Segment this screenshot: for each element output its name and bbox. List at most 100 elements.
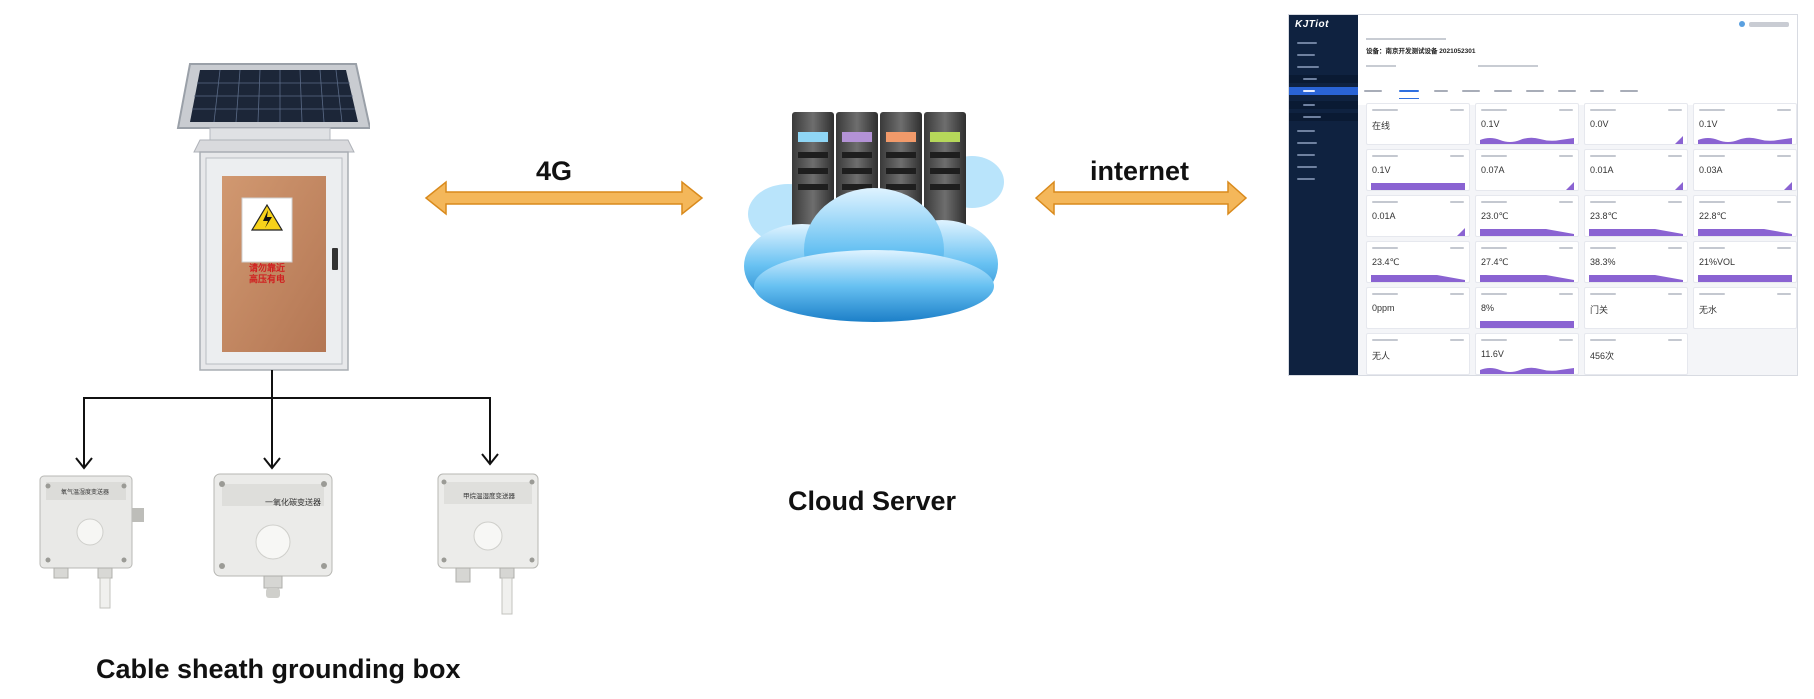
tab[interactable] [1434, 90, 1448, 92]
dashboard-sidebar: KJTiot [1289, 15, 1358, 375]
sensor-3-label: 甲烷温湿度变送器 [463, 492, 515, 500]
sidebar-item[interactable] [1289, 39, 1358, 47]
sidebar-item[interactable] [1289, 51, 1358, 59]
metric-label [1372, 109, 1398, 111]
metric-card[interactable]: 38.3% [1584, 241, 1688, 283]
metric-value: 22.8℃ [1699, 211, 1727, 221]
metric-sparkline [1698, 275, 1792, 282]
card-actions-icon[interactable] [1777, 109, 1791, 111]
sidebar-item[interactable] [1289, 163, 1358, 171]
card-actions-icon[interactable] [1559, 293, 1573, 295]
metric-card[interactable]: 门关 [1584, 287, 1688, 329]
metric-card[interactable]: 22.8℃ [1693, 195, 1797, 237]
sidebar-item[interactable] [1289, 175, 1358, 183]
sidebar-item[interactable] [1289, 139, 1358, 147]
metric-value: 0ppm [1372, 303, 1395, 313]
card-actions-icon[interactable] [1559, 155, 1573, 157]
metric-card[interactable]: 0.1V [1366, 149, 1470, 191]
metric-card[interactable]: 23.4℃ [1366, 241, 1470, 283]
metric-label [1372, 247, 1398, 249]
card-actions-icon[interactable] [1450, 109, 1464, 111]
metric-card[interactable]: 0ppm [1366, 287, 1470, 329]
metric-card[interactable]: 0.1V [1693, 103, 1797, 145]
sidebar-item[interactable] [1289, 127, 1358, 135]
cloud-server-illustration [744, 112, 1004, 322]
sidebar-item[interactable] [1289, 113, 1358, 121]
card-actions-icon[interactable] [1450, 293, 1464, 295]
card-actions-icon[interactable] [1559, 109, 1573, 111]
metric-card[interactable]: 0.0V [1584, 103, 1688, 145]
metric-card[interactable]: 23.0℃ [1475, 195, 1579, 237]
metric-sparkline [1698, 229, 1792, 236]
card-actions-icon[interactable] [1777, 247, 1791, 249]
card-actions-icon[interactable] [1559, 339, 1573, 341]
metric-card[interactable]: 0.01A [1584, 149, 1688, 191]
card-actions-icon[interactable] [1450, 201, 1464, 203]
tab[interactable] [1494, 90, 1512, 92]
metric-value: 456次 [1590, 351, 1615, 361]
metric-label [1699, 201, 1725, 203]
metric-card[interactable]: 27.4℃ [1475, 241, 1579, 283]
card-actions-icon[interactable] [1777, 155, 1791, 157]
sidebar-item-active[interactable] [1289, 87, 1358, 95]
metric-card[interactable]: 11.6V [1475, 333, 1579, 375]
card-actions-icon[interactable] [1668, 109, 1682, 111]
tab[interactable] [1526, 90, 1544, 92]
sidebar-item[interactable] [1289, 151, 1358, 159]
monitoring-dashboard: KJTiot 设备：南京开发测试设备 2021052301 [1288, 14, 1798, 376]
tab[interactable] [1620, 90, 1638, 92]
metric-sparkline [1371, 183, 1465, 190]
tab[interactable] [1364, 90, 1382, 92]
metric-card[interactable]: 23.8℃ [1584, 195, 1688, 237]
metric-card[interactable]: 0.07A [1475, 149, 1579, 191]
tab-active[interactable] [1399, 90, 1419, 92]
metric-value: 0.07A [1481, 165, 1505, 175]
metric-label [1699, 293, 1725, 295]
dashboard-logo: KJTiot [1295, 19, 1329, 30]
tab[interactable] [1462, 90, 1480, 92]
card-actions-icon[interactable] [1777, 293, 1791, 295]
metric-card[interactable]: 无人 [1366, 333, 1470, 375]
metric-value: 11.6V [1481, 349, 1504, 359]
sidebar-item[interactable] [1289, 75, 1358, 83]
card-actions-icon[interactable] [1450, 155, 1464, 157]
card-actions-icon[interactable] [1668, 201, 1682, 203]
card-actions-icon[interactable] [1668, 247, 1682, 249]
metric-label [1372, 155, 1398, 157]
card-actions-icon[interactable] [1668, 339, 1682, 341]
metric-sparkline [1784, 182, 1792, 190]
card-actions-icon[interactable] [1777, 201, 1791, 203]
metric-card[interactable]: 在线 [1366, 103, 1470, 145]
metric-card[interactable]: 456次 [1584, 333, 1688, 375]
card-actions-icon[interactable] [1450, 339, 1464, 341]
grounding-box-caption: Cable sheath grounding box [96, 654, 461, 684]
metric-card[interactable]: 0.01A [1366, 195, 1470, 237]
metric-card[interactable]: 21%VOL [1693, 241, 1797, 283]
device-tabs [1364, 90, 1764, 100]
sidebar-item[interactable] [1289, 63, 1358, 71]
metric-sparkline [1675, 182, 1683, 190]
metric-card[interactable]: 0.1V [1475, 103, 1579, 145]
metric-sparkline [1457, 228, 1465, 236]
metric-card[interactable]: 无水 [1693, 287, 1797, 329]
metric-label [1590, 109, 1616, 111]
metric-sparkline [1675, 136, 1683, 144]
tab[interactable] [1558, 90, 1576, 92]
card-actions-icon[interactable] [1668, 293, 1682, 295]
warning-line-2: 高压有电 [248, 275, 285, 285]
link-label-internet: internet [1090, 156, 1190, 186]
card-actions-icon[interactable] [1559, 247, 1573, 249]
card-actions-icon[interactable] [1450, 247, 1464, 249]
card-actions-icon[interactable] [1559, 201, 1573, 203]
metric-value: 27.4℃ [1481, 257, 1509, 267]
metric-sparkline [1480, 367, 1574, 374]
metric-label [1481, 339, 1507, 341]
sensor-3-illustration [437, 473, 539, 615]
metric-label [1481, 155, 1507, 157]
tab[interactable] [1590, 90, 1604, 92]
metric-sparkline [1371, 275, 1465, 282]
metric-card[interactable]: 0.03A [1693, 149, 1797, 191]
card-actions-icon[interactable] [1668, 155, 1682, 157]
metric-card[interactable]: 8% [1475, 287, 1579, 329]
sidebar-item[interactable] [1289, 101, 1358, 109]
